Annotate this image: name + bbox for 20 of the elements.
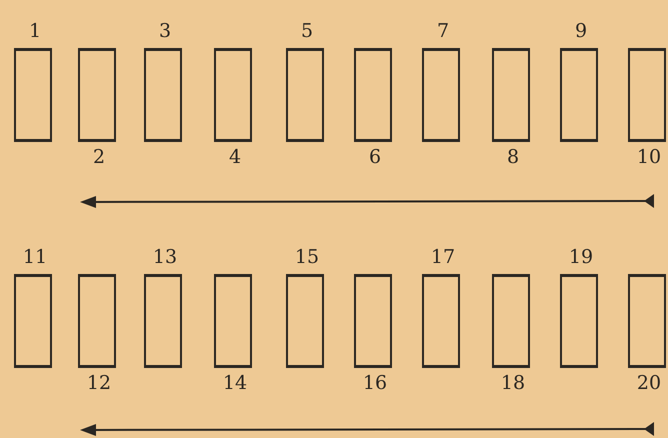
box-number: 2	[92, 146, 106, 168]
box-number: 3	[158, 20, 172, 42]
box-number: 12	[86, 372, 112, 394]
box-number: 10	[636, 146, 662, 168]
box-number: 13	[152, 246, 178, 268]
box-number: 17	[430, 246, 456, 268]
box-number: 1	[28, 20, 42, 42]
box-number: 19	[568, 246, 594, 268]
box-number: 20	[636, 372, 662, 394]
box-number: 14	[222, 372, 248, 394]
box-number: 15	[294, 246, 320, 268]
box-number: 11	[22, 246, 48, 268]
box-number: 6	[368, 146, 382, 168]
box-number: 16	[362, 372, 388, 394]
box-number: 4	[228, 146, 242, 168]
box-number: 18	[500, 372, 526, 394]
box-number: 7	[436, 20, 450, 42]
box-number: 5	[300, 20, 314, 42]
box-number: 9	[574, 20, 588, 42]
box-number: 8	[506, 146, 520, 168]
